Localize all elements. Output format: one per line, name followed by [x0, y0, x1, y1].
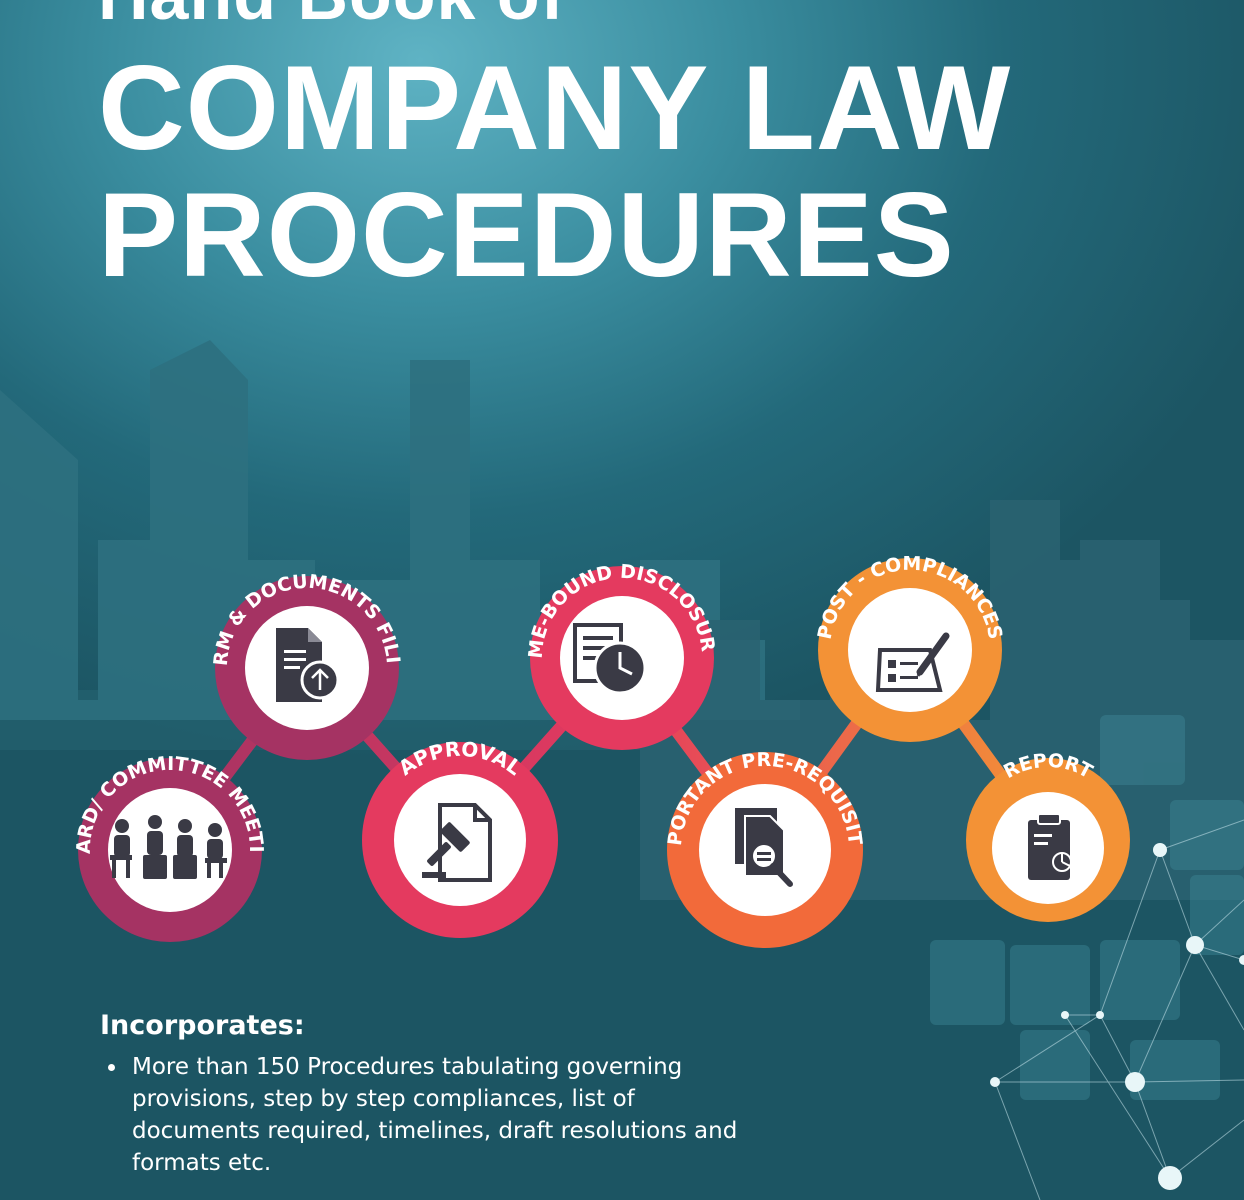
incorporates-list: More than 150 Procedures tabulating gove… — [100, 1051, 740, 1179]
step-approval: APPROVAL — [362, 737, 558, 938]
document-search-icon — [735, 808, 793, 887]
clipboard-chart-icon — [1028, 813, 1072, 880]
checklist-pen-icon — [875, 632, 950, 692]
incorporates-section: Incorporates: More than 150 Procedures t… — [100, 1010, 740, 1179]
gavel-document-icon — [422, 803, 492, 882]
step-label: IMPORTANT PRE-REQUISITES — [0, 0, 866, 847]
list-item: More than 150 Procedures tabulating gove… — [128, 1051, 740, 1179]
step-report: REPORT — [966, 750, 1130, 922]
step-form-documents-filing: FORM & DOCUMENTS FILING — [0, 0, 404, 760]
step-board-committee-meeting: BOARD/ COMMITTEE MEETING — [0, 0, 267, 942]
title-top-line: Hand Book of — [98, 0, 565, 30]
title-line-1: COMPANY LAW — [98, 41, 1012, 175]
document-clock-icon — [573, 623, 647, 695]
step-post-compliances: POST - COMPLIANCES — [814, 553, 1006, 742]
title-line-2: PROCEDURES — [98, 168, 955, 302]
incorporates-heading: Incorporates: — [100, 1010, 305, 1041]
document-upload-icon — [276, 628, 340, 702]
step-label: FORM & DOCUMENTS FILING — [0, 0, 404, 667]
step-label: TIME-BOUND DISCLOSURES — [0, 0, 719, 659]
step-label: BOARD/ COMMITTEE MEETING — [0, 0, 267, 854]
meeting-people-icon — [110, 815, 227, 879]
